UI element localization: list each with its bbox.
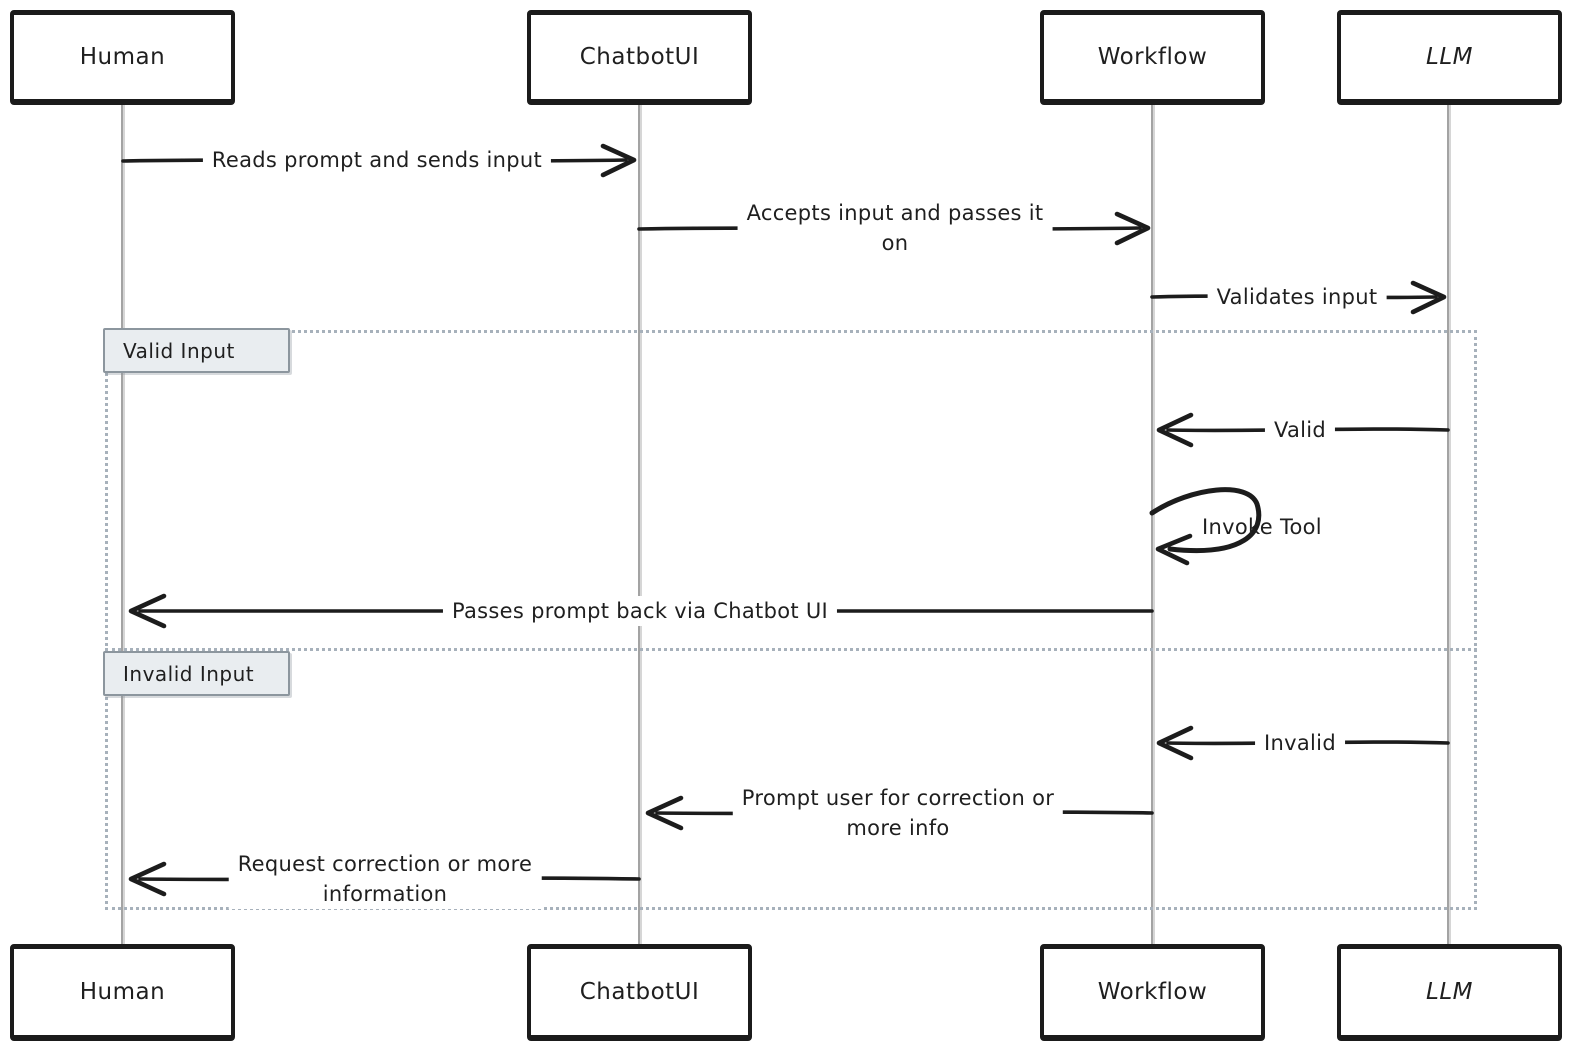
frame-label-text: Valid Input (123, 338, 235, 363)
message-label-passes-prompt-back: Passes prompt back via Chatbot UI (442, 596, 838, 626)
actor-box-workflow-bottom: Workflow (1040, 944, 1265, 1041)
frame-label-text: Invalid Input (123, 661, 255, 686)
arrowhead-left-icon (1156, 725, 1194, 761)
message-label-invalid: Invalid (1255, 728, 1345, 758)
actor-box-chatbotui-bottom: ChatbotUI (527, 944, 752, 1041)
lifeline-chatbotui (638, 105, 640, 947)
actor-box-llm-top: LLM (1337, 10, 1562, 105)
arrowhead-right-icon (1114, 211, 1151, 246)
actor-box-human-bottom: Human (10, 944, 235, 1041)
alt-frame (105, 330, 1477, 910)
actor-box-workflow-top: Workflow (1040, 10, 1265, 105)
actor-label: LLM (1426, 979, 1473, 1005)
arrowhead-right-icon (600, 143, 637, 178)
actor-label: ChatbotUI (579, 44, 700, 70)
actor-label: LLM (1426, 44, 1473, 70)
alt-frame-divider (105, 648, 1477, 651)
arrow-invoke-tool-loop (1149, 487, 1262, 553)
arrowhead-left-icon (1156, 412, 1194, 448)
message-label-validates-input: Validates input (1207, 282, 1387, 312)
actor-box-human-top: Human (10, 10, 235, 105)
message-label-invoke-tool: Invoke Tool (1202, 515, 1322, 539)
actor-label: Human (79, 44, 166, 70)
arrowhead-left-icon (128, 593, 167, 629)
actor-label: Workflow (1097, 979, 1208, 1005)
frame-label-valid-input: Valid Input (103, 328, 290, 373)
lifeline-human (121, 105, 123, 947)
message-label-reads-prompt: Reads prompt and sends input (202, 145, 552, 175)
actor-box-llm-bottom: LLM (1337, 944, 1562, 1041)
arrowhead-left-icon (1155, 533, 1193, 566)
arrowhead-left-icon (128, 861, 167, 897)
actor-label: ChatbotUI (579, 979, 700, 1005)
lifeline-workflow (1151, 105, 1153, 947)
message-label-accepts-input: Accepts input and passes it on (737, 198, 1053, 258)
lifeline-llm (1447, 105, 1449, 947)
frame-label-invalid-input: Invalid Input (103, 651, 290, 696)
arrowhead-right-icon (1410, 280, 1447, 315)
message-label-prompt-user: Prompt user for correction or more info (732, 783, 1064, 843)
actor-label: Workflow (1097, 44, 1208, 70)
actor-label: Human (79, 979, 166, 1005)
actor-box-chatbotui-top: ChatbotUI (527, 10, 752, 105)
arrowhead-left-icon (645, 795, 684, 831)
message-label-valid: Valid (1264, 415, 1336, 445)
message-label-request-correction: Request correction or more information (228, 849, 542, 909)
